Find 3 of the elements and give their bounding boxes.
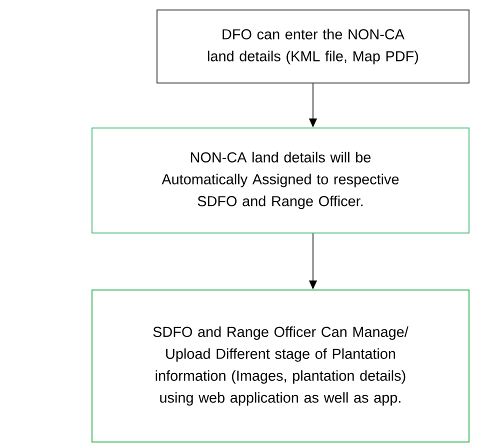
process-box: SDFO and Range Officer Can Manage/ Upload Different stage of Plantation information (Images, plantation details) using web application as well as app. xyxy=(92,290,470,442)
process-box: NON-CA land details will be Automatically Assigned to respective SDFO and Range Officer. xyxy=(92,128,470,234)
process-box: DFO can enter the NON-CA land details (KML file, Map PDF) xyxy=(156,10,470,84)
